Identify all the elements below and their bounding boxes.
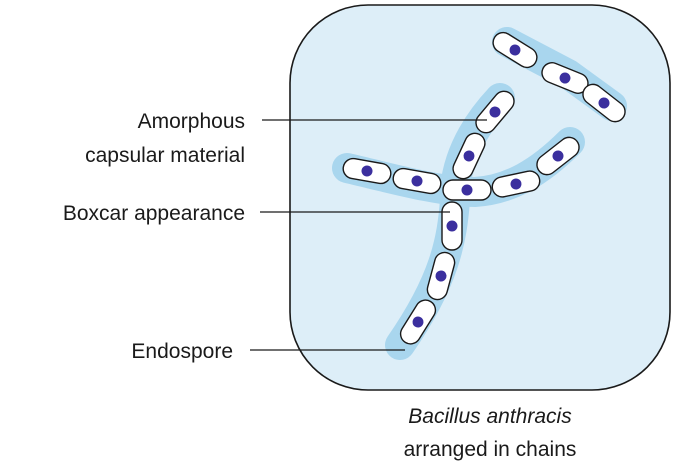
bacillus-cell <box>399 299 437 345</box>
endospore-label: Endospore <box>131 340 233 363</box>
endospore <box>462 149 476 163</box>
bacillus-cell <box>475 90 515 134</box>
endospore <box>509 177 523 191</box>
endospore <box>558 71 572 85</box>
caption-species: Bacillus anthracis <box>408 405 572 428</box>
endospore <box>434 269 448 283</box>
endospore <box>460 183 474 197</box>
boxcar-label: Boxcar appearance <box>63 202 245 225</box>
bacillus-cell <box>442 179 492 201</box>
bacillus-chains <box>342 31 626 345</box>
endospore <box>551 149 565 163</box>
endospore <box>410 174 424 188</box>
bacillus-cell <box>492 31 538 69</box>
bacillus-cell <box>392 167 442 195</box>
bacillus-cell <box>536 136 580 176</box>
endospore <box>360 164 374 178</box>
caption-arrangement: arranged in chains <box>404 438 577 461</box>
bacillus-cell <box>441 201 463 251</box>
endospore <box>488 105 502 119</box>
capsule-label-line2: capsular material <box>85 144 245 167</box>
bacillus-cell <box>426 251 456 301</box>
endospore <box>411 315 425 329</box>
bacillus-cell <box>452 132 486 180</box>
endospore <box>508 43 522 57</box>
endospore <box>597 96 611 110</box>
capsule-label-line1: Amorphous <box>138 110 245 133</box>
bacillus-cell <box>582 83 626 123</box>
endospore <box>445 219 459 233</box>
bacillus-cell <box>491 170 541 198</box>
bacillus-cell <box>342 157 392 185</box>
